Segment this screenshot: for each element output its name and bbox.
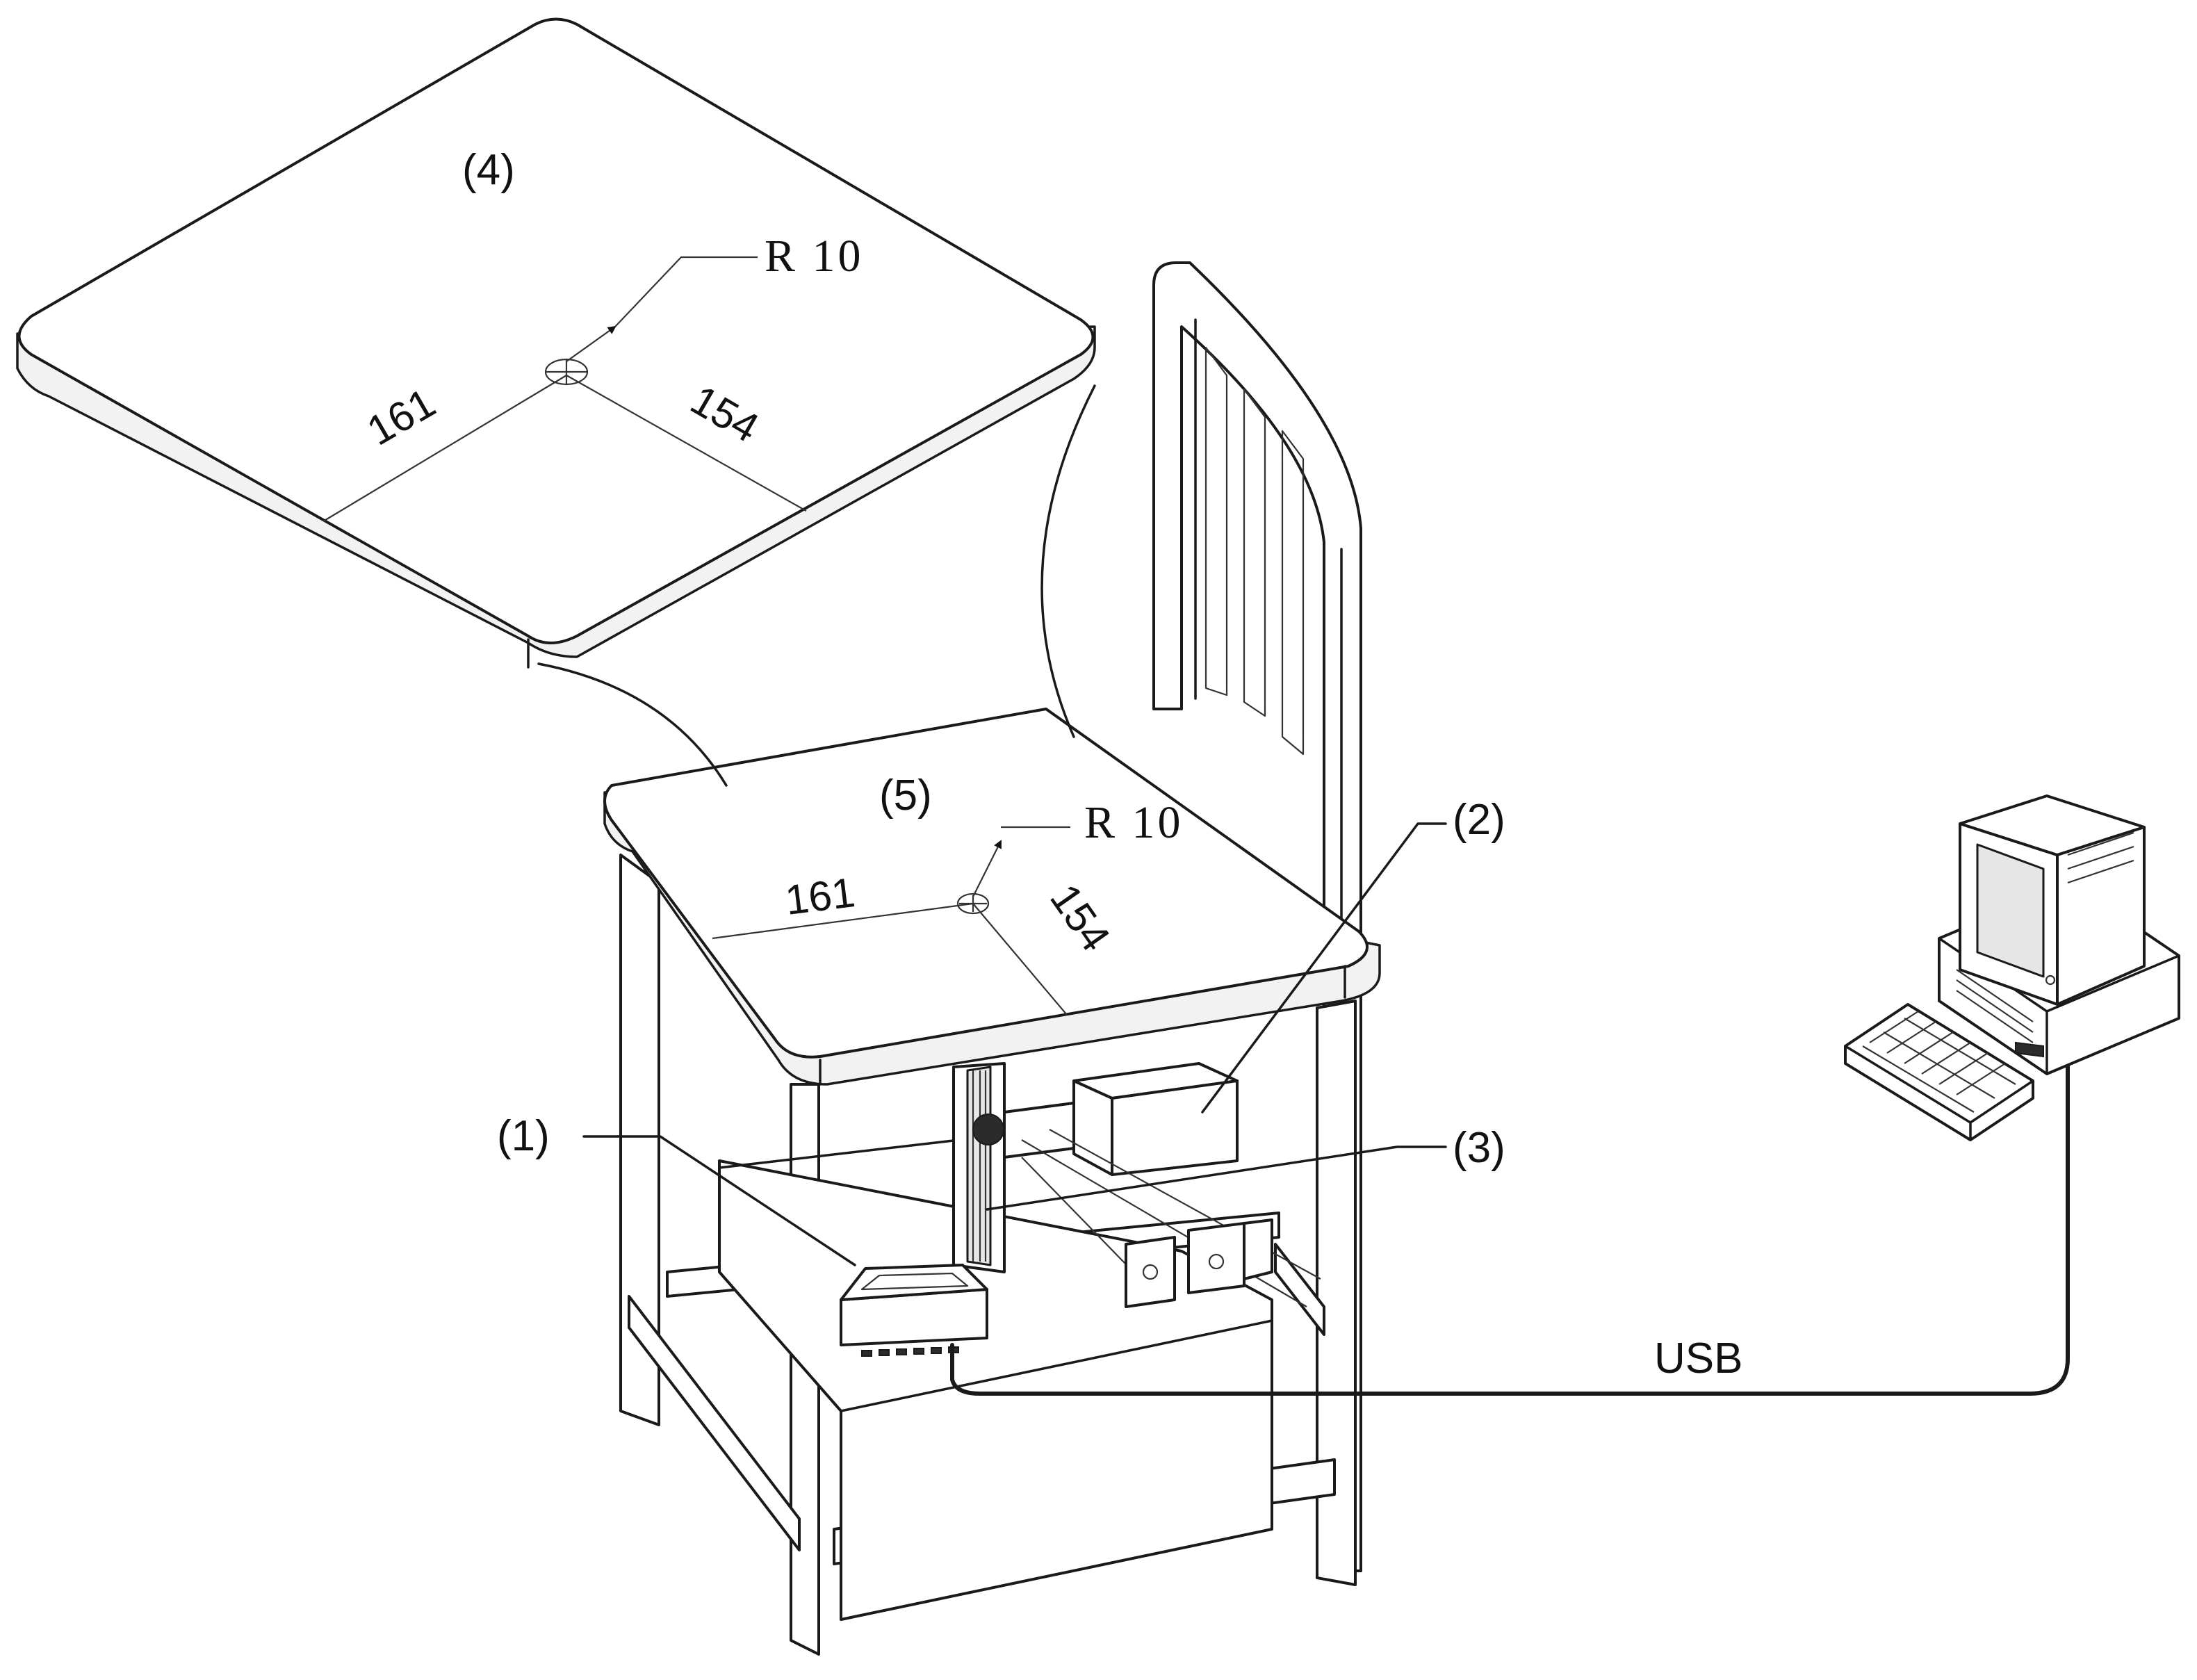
usb-cable xyxy=(950,1054,2070,1396)
controller-box xyxy=(840,1264,988,1357)
plate-to-seat-curve-left xyxy=(537,662,728,787)
label-part5: (5) xyxy=(879,772,932,819)
top-plate xyxy=(16,17,1096,669)
label-part1: (1) xyxy=(497,1112,550,1160)
seat-dim-left: 161 xyxy=(783,869,858,924)
label-part2: (2) xyxy=(1453,796,1505,844)
leader-line-part2 xyxy=(1201,822,1447,1114)
label-part3: (3) xyxy=(1453,1124,1505,1172)
seat-plate xyxy=(603,708,1381,1086)
label-part4: (4) xyxy=(462,146,515,194)
linear-actuator xyxy=(952,1062,1321,1308)
leader-line-part3 xyxy=(986,1145,1447,1211)
usb-label: USB xyxy=(1654,1335,1742,1383)
leader-line-part1 xyxy=(582,1135,856,1266)
plate-radius-label: R 10 xyxy=(765,231,864,282)
seat-radius-label: R 10 xyxy=(1084,797,1184,848)
monitor-icon xyxy=(1959,794,2146,1006)
keyboard-icon xyxy=(1844,1003,2034,1141)
plate-to-seat-curve-right xyxy=(1040,384,1096,738)
